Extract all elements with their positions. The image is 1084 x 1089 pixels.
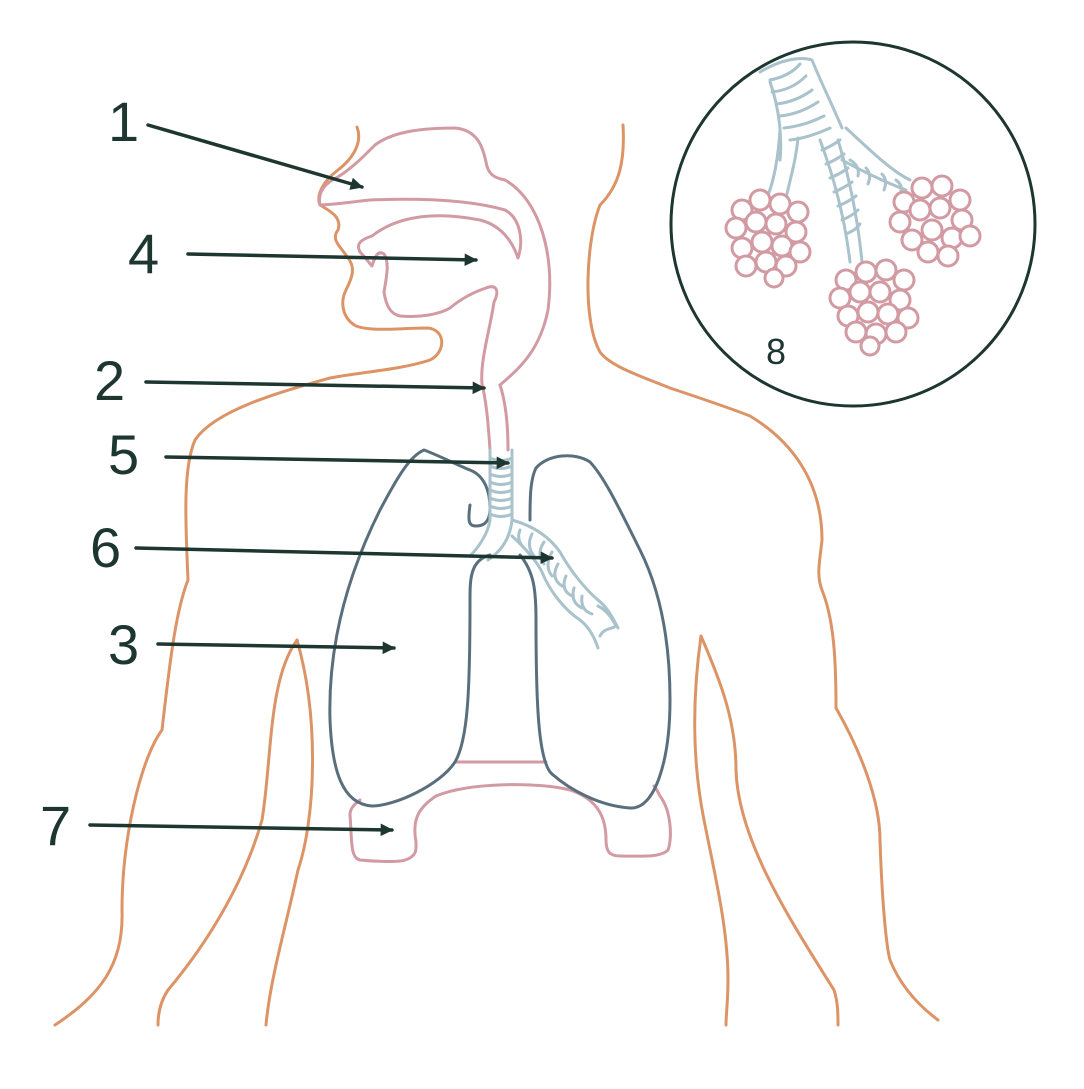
left-lung	[328, 448, 492, 808]
bronchiole-left	[766, 128, 800, 200]
alveolar-clusters	[724, 174, 982, 357]
left-torso-side	[264, 638, 314, 1027]
bronchiole-rings	[768, 62, 903, 236]
body-outline	[53, 123, 940, 1027]
arrow-2	[144, 380, 486, 395]
oral-cavity	[358, 250, 499, 386]
airway	[318, 126, 672, 863]
nasal-cavity	[318, 126, 552, 387]
label-7: 7	[40, 794, 72, 857]
trachea-bronchi	[468, 448, 620, 650]
arrow-4	[186, 252, 478, 267]
right-lung	[518, 454, 672, 810]
bronchiole-main	[758, 57, 844, 130]
bronchiole-mid	[818, 138, 864, 264]
label-3: 3	[108, 613, 140, 676]
left-arm-inner	[156, 638, 299, 1027]
label-8: 8	[766, 331, 787, 372]
arrow-6	[134, 546, 554, 565]
label-1: 1	[108, 90, 140, 153]
bronchiole-right	[840, 126, 912, 192]
arrow-3	[156, 641, 396, 655]
left-arm-outer	[53, 376, 332, 1027]
bronchus-tip	[596, 604, 618, 638]
neck-back	[586, 123, 940, 1022]
label-5: 5	[108, 423, 140, 486]
bronchus-rings	[517, 528, 594, 616]
label-4: 4	[128, 222, 160, 285]
inset-circle	[669, 40, 1037, 408]
label-2: 2	[94, 349, 126, 412]
pointer-arrows	[88, 123, 554, 837]
bronchiole-main-2	[768, 80, 783, 162]
right-bronchus	[510, 518, 620, 650]
palate	[318, 197, 523, 260]
pharynx-back	[498, 383, 510, 452]
arrow-5	[164, 455, 510, 470]
inset-bronchioles	[758, 57, 912, 264]
alveoli-inset	[669, 40, 1037, 408]
label-6: 6	[90, 516, 122, 579]
right-arm-inner	[693, 634, 730, 1027]
diaphragm	[348, 783, 672, 863]
trachea-rings	[488, 456, 514, 518]
right-torso-side	[699, 634, 840, 1027]
pharynx	[480, 382, 492, 452]
arrow-7	[88, 823, 394, 837]
arrow-1	[146, 123, 364, 190]
